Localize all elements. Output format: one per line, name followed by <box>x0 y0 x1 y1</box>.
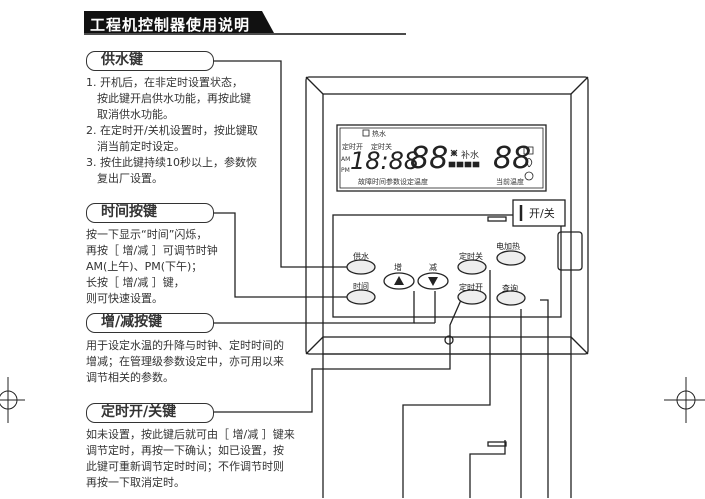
text-line: 调节相关的参数。 <box>86 371 174 384</box>
text-line: 再按［ 增/减 ］可调节时钟 <box>86 244 218 257</box>
text-line: 则可快速设置。 <box>86 292 163 305</box>
down-button-label[interactable]: 减 <box>429 263 437 272</box>
title-banner <box>84 11 406 35</box>
timer-on-button-label[interactable]: 定时开 <box>459 283 483 292</box>
lcd-clock-digits: 18:88 <box>350 147 420 175</box>
lcd-am-label: AM <box>341 156 351 163</box>
timer-key-description: 如未设置，按此键后就可由［ 增/减 ］键来 调节定时，再按一下确认；如已设置，按… <box>86 427 295 491</box>
lcd-current-digits: 88 <box>493 141 532 176</box>
lcd-timer-off-label: 定时关 <box>371 143 392 151</box>
text-line: 用于设定水温的升降与时钟、定时时间的 <box>86 339 284 352</box>
lcd-bottom-right-label: 当前温度 <box>496 178 524 186</box>
text-line: 1. 开机后，在非定时设置状态， <box>86 76 243 89</box>
lcd-timer-on-label: 定时开 <box>342 143 363 151</box>
lcd-fan-label: 补水 <box>461 151 480 161</box>
power-button[interactable]: 开/关 <box>529 207 555 220</box>
text-line: 按此键开启供水功能，再按此键 <box>97 92 251 105</box>
time-key-heading: 时间按键 <box>86 203 214 223</box>
text-line: 调节定时，再按一下确认；如已设置，按 <box>86 444 284 457</box>
up-button-label[interactable]: 增 <box>394 263 402 272</box>
water-key-heading: 供水键 <box>86 51 214 71</box>
up-arrow-icon <box>394 276 404 285</box>
updown-key-heading: 增/减按键 <box>86 313 214 333</box>
text-line: 复出厂设置。 <box>97 172 163 185</box>
text-line: AM(上午)、PM(下午)； <box>86 260 203 273</box>
water-key-description: 1. 开机后，在非定时设置状态， 按此键开启供水功能，再按此键 取消供水功能。 … <box>86 75 258 187</box>
query-button-label[interactable]: 查询 <box>502 284 518 293</box>
text-line: 按一下显示“时间”闪烁， <box>86 228 208 241</box>
lcd-hot-water-label: 热水 <box>372 130 386 138</box>
timer-off-button-label[interactable]: 定时关 <box>459 252 483 261</box>
heater-button-label[interactable]: 电加热 <box>496 242 520 251</box>
text-line: 3. 按住此键持续10秒以上，参数恢 <box>86 156 257 169</box>
down-arrow-icon <box>428 277 438 286</box>
text-line: 增减；在管理级参数设定中，亦可用以来 <box>86 355 284 368</box>
timer-key-heading: 定时开/关键 <box>86 403 214 423</box>
lcd-bottom-left-label: 故障时间参数设定温度 <box>358 178 428 186</box>
water-button-label[interactable]: 供水 <box>353 252 369 261</box>
text-line: 再按一下取消定时。 <box>86 476 185 489</box>
lcd-pm-label: PM <box>341 167 350 174</box>
text-line: 如未设置，按此键后就可由［ 增/减 ］键来 <box>86 428 295 441</box>
text-line: 长按［ 增/减 ］键， <box>86 276 185 289</box>
text-line: 消当前定时设定。 <box>97 140 185 153</box>
lcd-set-digits: 88 <box>410 141 449 176</box>
text-line: 取消供水功能。 <box>97 108 174 121</box>
updown-key-description: 用于设定水温的升降与时钟、定时时间的 增减；在管理级参数设定中，亦可用以来 调节… <box>86 338 284 386</box>
time-key-description: 按一下显示“时间”闪烁， 再按［ 增/减 ］可调节时钟 AM(上午)、PM(下午… <box>86 227 218 307</box>
text-line: 此键可重新调节定时时间；不作调节时则 <box>86 460 284 473</box>
text-line: 2. 在定时开/关机设置时，按此键取 <box>86 124 258 137</box>
page-title: 工程机控制器使用说明 <box>90 16 251 34</box>
time-button-label[interactable]: 时间 <box>353 282 369 291</box>
